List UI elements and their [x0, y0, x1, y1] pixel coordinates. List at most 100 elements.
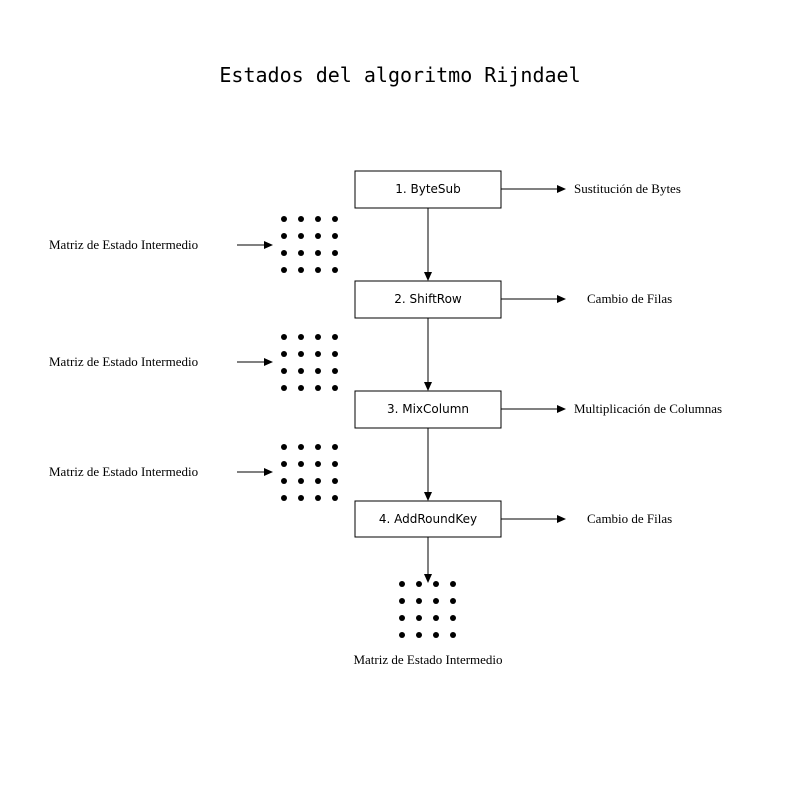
matrix-cell-dot [332, 385, 338, 391]
matrix-cell-dot [281, 233, 287, 239]
intermediate-arrow-3-head [264, 468, 273, 476]
step-box-bytesub [354, 170, 502, 209]
matrix-cell-dot [332, 250, 338, 256]
matrix-cell-dot [315, 368, 321, 374]
matrix-cell-dot [298, 495, 304, 501]
matrix-cell-dot [433, 598, 439, 604]
step-description-bytesub: Sustitución de Bytes [574, 181, 681, 196]
intermediate-state-final: Matriz de Estado Intermedio [353, 581, 503, 667]
matrix-cell-dot [450, 598, 456, 604]
intermediate-label-2: Matriz de Estado Intermedio [49, 354, 198, 369]
matrix-cell-dot [315, 334, 321, 340]
step-label-shiftrow: 2. ShiftRow [394, 292, 462, 306]
step-label-bytesub: 1. ByteSub [395, 182, 461, 196]
step-box-shiftrow [354, 280, 502, 319]
matrix-cell-dot [433, 615, 439, 621]
matrix-cell-dot [281, 267, 287, 273]
output-arrow-3-head [557, 405, 566, 413]
matrix-cell-dot [332, 478, 338, 484]
step-3: 3. MixColumn Multiplicación de Columnas [354, 390, 722, 429]
matrix-cell-dot [433, 581, 439, 587]
matrix-cell-dot [298, 250, 304, 256]
matrix-cell-dot [450, 632, 456, 638]
matrix-cell-dot [281, 368, 287, 374]
matrix-cell-dot [298, 351, 304, 357]
matrix-cell-dot [315, 478, 321, 484]
matrix-cell-dot [332, 461, 338, 467]
step-4: 4. AddRoundKey Cambio de Filas [354, 500, 672, 538]
intermediate-state-3: Matriz de Estado Intermedio [49, 444, 338, 501]
step-label-mixcolumn: 3. MixColumn [387, 402, 469, 416]
matrix-cell-dot [433, 632, 439, 638]
output-arrow-4-head [557, 515, 566, 523]
matrix-cell-dot [416, 581, 422, 587]
state-matrix-1 [281, 216, 338, 273]
intermediate-arrow-1-head [264, 241, 273, 249]
matrix-cell-dot [298, 385, 304, 391]
step-box-mixcolumn [354, 390, 502, 429]
matrix-cell-dot [450, 615, 456, 621]
matrix-cell-dot [315, 250, 321, 256]
connector-1-2-arrowhead [424, 272, 432, 281]
matrix-cell-dot [298, 216, 304, 222]
step-label-addroundkey: 4. AddRoundKey [379, 512, 477, 526]
intermediate-state-1: Matriz de Estado Intermedio [49, 216, 338, 273]
matrix-cell-dot [298, 461, 304, 467]
matrix-cell-dot [315, 216, 321, 222]
step-box-addroundkey [354, 500, 502, 538]
connector-3-4-arrowhead [424, 492, 432, 501]
matrix-cell-dot [399, 598, 405, 604]
matrix-cell-dot [332, 495, 338, 501]
step-1: 1. ByteSub Sustitución de Bytes [354, 170, 681, 209]
matrix-cell-dot [281, 351, 287, 357]
matrix-cell-dot [399, 615, 405, 621]
matrix-cell-dot [298, 444, 304, 450]
matrix-cell-dot [315, 495, 321, 501]
matrix-cell-dot [315, 461, 321, 467]
matrix-cell-dot [281, 478, 287, 484]
intermediate-state-2: Matriz de Estado Intermedio [49, 334, 338, 391]
matrix-cell-dot [416, 598, 422, 604]
matrix-cell-dot [298, 478, 304, 484]
step-description-mixcolumn: Multiplicación de Columnas [574, 401, 722, 416]
connector-4-matrix-arrowhead [424, 574, 432, 583]
step-2: 2. ShiftRow Cambio de Filas [354, 280, 672, 319]
matrix-cell-dot [281, 250, 287, 256]
matrix-cell-dot [332, 267, 338, 273]
step-description-addroundkey: Cambio de Filas [587, 511, 672, 526]
matrix-cell-dot [281, 495, 287, 501]
diagram-title: Estados del algoritmo Rijndael [219, 63, 580, 87]
matrix-cell-dot [281, 385, 287, 391]
matrix-cell-dot [315, 267, 321, 273]
matrix-cell-dot [450, 581, 456, 587]
intermediate-label-1: Matriz de Estado Intermedio [49, 237, 198, 252]
output-arrow-1-head [557, 185, 566, 193]
matrix-cell-dot [298, 267, 304, 273]
intermediate-arrow-2-head [264, 358, 273, 366]
matrix-cell-dot [399, 581, 405, 587]
state-matrix-final [399, 581, 456, 638]
matrix-cell-dot [332, 368, 338, 374]
matrix-cell-dot [315, 233, 321, 239]
matrix-cell-dot [298, 368, 304, 374]
step-description-shiftrow: Cambio de Filas [587, 291, 672, 306]
state-matrix-3 [281, 444, 338, 501]
matrix-cell-dot [281, 461, 287, 467]
matrix-cell-dot [315, 444, 321, 450]
matrix-cell-dot [298, 233, 304, 239]
matrix-cell-dot [332, 334, 338, 340]
matrix-cell-dot [332, 233, 338, 239]
step-connectors [424, 208, 432, 583]
matrix-cell-dot [298, 334, 304, 340]
matrix-cell-dot [332, 216, 338, 222]
matrix-cell-dot [315, 385, 321, 391]
connector-2-3-arrowhead [424, 382, 432, 391]
state-matrix-2 [281, 334, 338, 391]
matrix-cell-dot [281, 216, 287, 222]
matrix-cell-dot [332, 444, 338, 450]
intermediate-label-final: Matriz de Estado Intermedio [353, 652, 502, 667]
matrix-cell-dot [281, 334, 287, 340]
matrix-cell-dot [399, 632, 405, 638]
matrix-cell-dot [416, 632, 422, 638]
